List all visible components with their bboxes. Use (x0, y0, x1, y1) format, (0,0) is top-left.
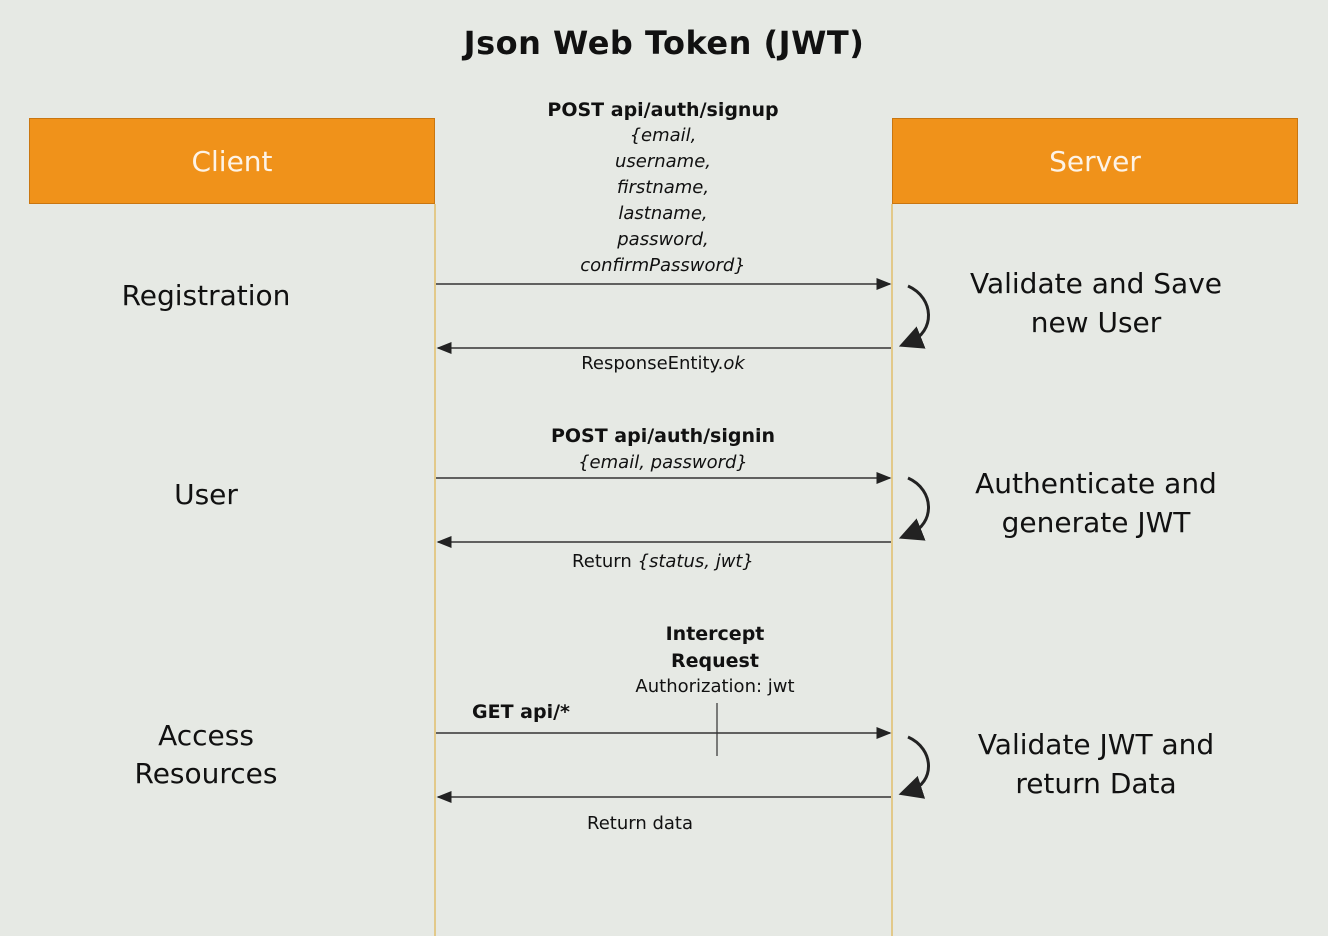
signup-payload-password: password, (617, 229, 709, 250)
signup-response-prefix: ResponseEntity. (581, 353, 724, 374)
client-actor-box: Client (29, 118, 435, 204)
signup-payload-email: {email, (629, 125, 697, 146)
signup-payload-firstname: firstname, (616, 177, 710, 198)
result-user-line2: generate JWT (1001, 506, 1191, 539)
signup-response-label: ResponseEntity.ok (470, 351, 856, 377)
signin-response-prefix: Return (572, 551, 638, 572)
signin-response-payload: {status, jwt} (637, 551, 754, 572)
result-registration-line1: Validate and Save (969, 267, 1223, 300)
authenticate-process-loop (898, 476, 930, 541)
signin-response-label: Return {status, jwt} (470, 549, 856, 575)
authorization-header-label: Authorization: jwt (635, 676, 795, 697)
result-access-line2: return Data (1015, 767, 1177, 800)
result-user: Authenticate and generate JWT (936, 464, 1256, 542)
phase-access-resources: Access Resources (36, 717, 376, 793)
signup-payload: {email, username, firstname, lastname, p… (470, 123, 856, 279)
diagram-title: Json Web Token (JWT) (463, 24, 865, 62)
signup-request-label: POST api/auth/signup (547, 99, 779, 121)
result-registration-line2: new User (1030, 306, 1162, 339)
intercept-line2: Request (671, 650, 759, 672)
phase-registration: Registration (121, 279, 291, 312)
signup-response-suffix: ok (723, 353, 745, 374)
phase-access-line2: Resources (134, 757, 278, 790)
server-actor-box: Server (892, 118, 1298, 204)
signin-request-label: POST api/auth/signin (550, 425, 776, 447)
get-response-label: Return data (587, 813, 693, 834)
intercept-line1: Intercept (665, 623, 765, 645)
phase-user: User (174, 478, 238, 511)
signup-payload-confirm: confirmPassword} (580, 255, 746, 276)
registration-process-loop (898, 284, 930, 349)
client-actor-label: Client (191, 144, 273, 178)
validate-jwt-process-loop (898, 735, 930, 799)
get-request-label: GET api/* (472, 701, 570, 723)
signup-payload-username: username, (614, 151, 712, 172)
result-access-line1: Validate JWT and (977, 728, 1215, 761)
signup-payload-lastname: lastname, (618, 203, 708, 224)
server-actor-label: Server (1049, 144, 1141, 178)
result-access: Validate JWT and return Data (936, 725, 1256, 803)
phase-access-line1: Access (158, 719, 254, 752)
signin-payload: {email, password} (578, 452, 748, 473)
result-registration: Validate and Save new User (936, 264, 1256, 342)
intercept-request-label: Intercept Request (590, 621, 840, 675)
result-user-line1: Authenticate and (975, 467, 1217, 500)
